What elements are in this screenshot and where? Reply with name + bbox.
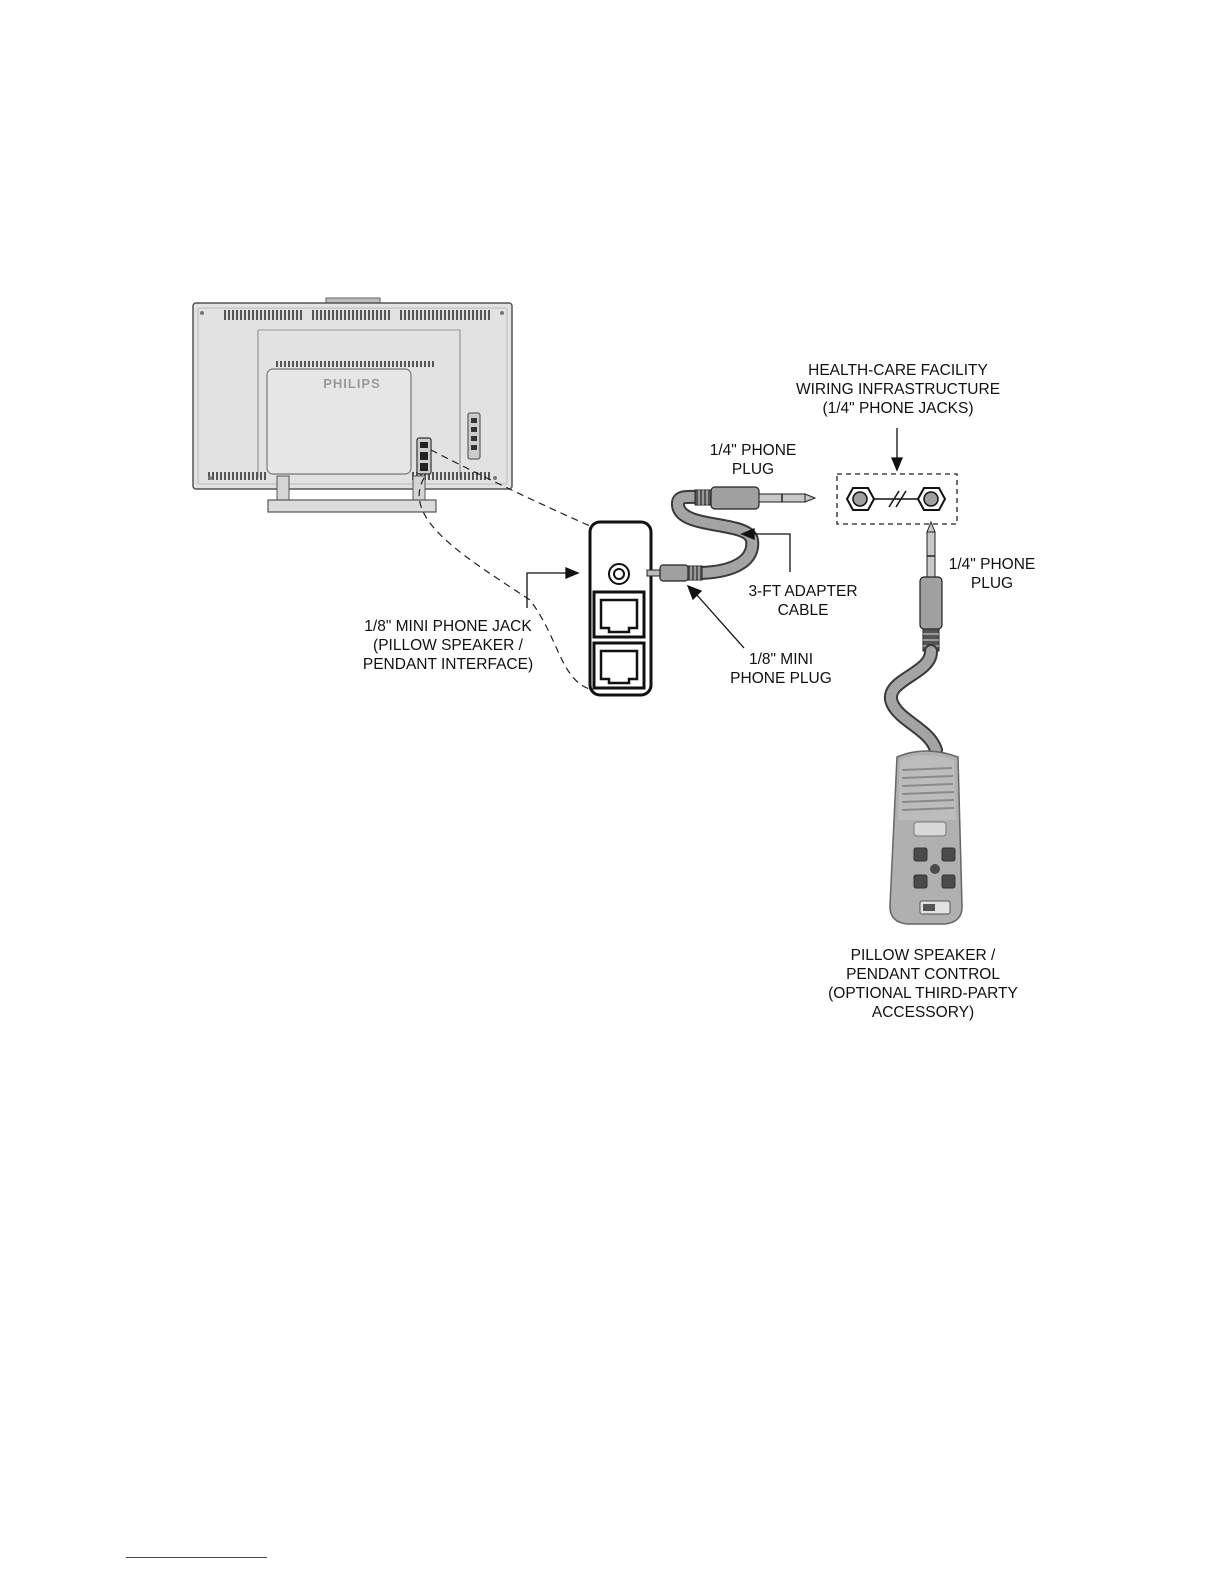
- interface-panel-enlarged: [590, 522, 651, 695]
- facility-phone-jacks: [837, 474, 957, 524]
- label-line: 1/8" MINI PHONE JACK: [342, 617, 554, 636]
- rj-port-icon: [601, 600, 637, 632]
- label-mini-phone-plug: 1/8" MINI PHONE PLUG: [716, 650, 846, 688]
- label-line: PENDANT INTERFACE): [342, 655, 554, 674]
- label-line: 1/4" PHONE: [693, 441, 813, 460]
- label-line: PLUG: [693, 460, 813, 479]
- label-line: PHONE PLUG: [716, 669, 846, 688]
- pendant-button-icon: [914, 848, 927, 861]
- label-line: ACCESSORY): [808, 1003, 1038, 1022]
- tv-brand-logo: PHILIPS: [323, 376, 381, 391]
- label-line: WIRING INFRASTRUCTURE: [782, 380, 1014, 399]
- phone-jack-icon: [924, 492, 938, 506]
- label-line: 1/8" MINI: [716, 650, 846, 669]
- pendant-button-icon: [942, 848, 955, 861]
- tv-rear-view: PHILIPS: [193, 298, 512, 512]
- mini-phone-plug: [647, 565, 702, 581]
- label-facility-wiring: HEALTH-CARE FACILITY WIRING INFRASTRUCTU…: [782, 361, 1014, 418]
- label-line: PENDANT CONTROL: [808, 965, 1038, 984]
- pendant-control-device: [890, 751, 962, 924]
- label-quarter-phone-plug-top: 1/4" PHONE PLUG: [693, 441, 813, 479]
- label-line: PLUG: [932, 574, 1052, 593]
- label-line: HEALTH-CARE FACILITY: [782, 361, 1014, 380]
- phone-jack-icon: [853, 492, 867, 506]
- footnote-rule: [126, 1557, 267, 1558]
- label-line: (1/4" PHONE JACKS): [782, 399, 1014, 418]
- label-line: PILLOW SPEAKER /: [808, 946, 1038, 965]
- label-pendant-control: PILLOW SPEAKER / PENDANT CONTROL (OPTION…: [808, 946, 1038, 1022]
- label-line: 1/4" PHONE: [932, 555, 1052, 574]
- pendant-button-icon: [930, 864, 940, 874]
- label-line: (PILLOW SPEAKER /: [342, 636, 554, 655]
- quarter-phone-plug-top: [695, 487, 815, 509]
- pendant-button-icon: [914, 875, 927, 888]
- label-line: (OPTIONAL THIRD-PARTY: [808, 984, 1038, 1003]
- label-line: 3-FT ADAPTER: [738, 582, 868, 601]
- label-mini-phone-jack: 1/8" MINI PHONE JACK (PILLOW SPEAKER / P…: [342, 617, 554, 674]
- label-adapter-cable: 3-FT ADAPTER CABLE: [738, 582, 868, 620]
- label-quarter-phone-plug-right: 1/4" PHONE PLUG: [932, 555, 1052, 593]
- pendant-button-icon: [942, 875, 955, 888]
- label-line: CABLE: [738, 601, 868, 620]
- rj-port-icon: [601, 651, 637, 683]
